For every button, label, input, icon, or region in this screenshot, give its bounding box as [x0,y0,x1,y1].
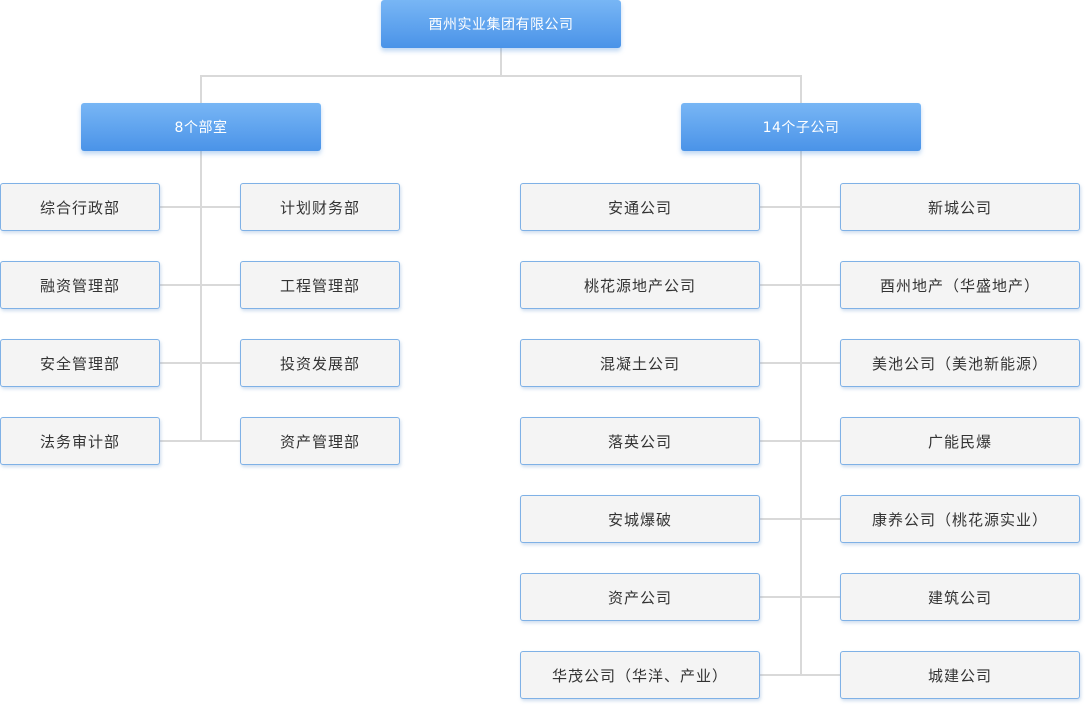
subsidiaries-row-2-link [760,284,840,286]
subsidiary-node[interactable]: 资产公司 [520,573,760,621]
subsidiary-node[interactable]: 美池公司（美池新能源） [840,339,1080,387]
subsidiary-node[interactable]: 华茂公司（华洋、产业） [520,651,760,699]
connector-top-bar [200,75,802,77]
departments-row-3-link [160,362,240,364]
subsidiaries-row-4-link [760,440,840,442]
subsidiaries-row-7-link [760,674,840,676]
department-node[interactable]: 计划财务部 [240,183,400,231]
subsidiary-node[interactable]: 安城爆破 [520,495,760,543]
subsidiary-node[interactable]: 安通公司 [520,183,760,231]
connector-to-departments [200,75,202,104]
departments-header-node[interactable]: 8个部室 [81,103,321,151]
subsidiary-node[interactable]: 桃花源地产公司 [520,261,760,309]
connector-root-down [500,48,502,76]
department-node[interactable]: 工程管理部 [240,261,400,309]
departments-row-2-link [160,284,240,286]
department-node[interactable]: 法务审计部 [0,417,160,465]
subsidiary-node[interactable]: 落英公司 [520,417,760,465]
subsidiary-node[interactable]: 广能民爆 [840,417,1080,465]
subsidiaries-row-3-link [760,362,840,364]
department-node[interactable]: 融资管理部 [0,261,160,309]
department-node[interactable]: 安全管理部 [0,339,160,387]
department-node[interactable]: 综合行政部 [0,183,160,231]
root-company-node[interactable]: 酉州实业集团有限公司 [381,0,621,48]
subsidiary-node[interactable]: 混凝土公司 [520,339,760,387]
subsidiary-node[interactable]: 康养公司（桃花源实业） [840,495,1080,543]
departments-row-1-link [160,206,240,208]
subsidiary-node[interactable]: 酉州地产（华盛地产） [840,261,1080,309]
subsidiaries-header-node[interactable]: 14个子公司 [681,103,921,151]
subsidiary-node[interactable]: 新城公司 [840,183,1080,231]
department-node[interactable]: 资产管理部 [240,417,400,465]
subsidiaries-row-5-link [760,518,840,520]
departments-row-4-link [160,440,240,442]
subsidiaries-trunk [800,150,802,676]
subsidiaries-row-6-link [760,596,840,598]
subsidiary-node[interactable]: 城建公司 [840,651,1080,699]
subsidiary-node[interactable]: 建筑公司 [840,573,1080,621]
department-node[interactable]: 投资发展部 [240,339,400,387]
subsidiaries-row-1-link [760,206,840,208]
departments-trunk [200,150,202,442]
connector-to-subsidiaries [800,75,802,104]
